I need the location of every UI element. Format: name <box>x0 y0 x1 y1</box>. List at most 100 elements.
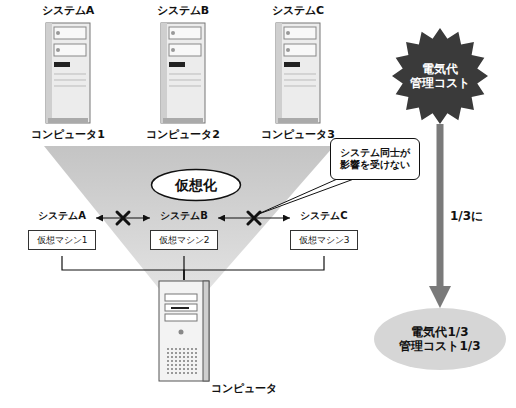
server-slot <box>169 62 185 67</box>
drive-slot <box>171 307 189 309</box>
server-side <box>46 23 52 123</box>
grille-dot <box>179 356 181 358</box>
connector-arrow <box>96 217 150 218</box>
server-slot <box>54 62 70 67</box>
virtual-machine-box: システムB 仮想マシン2 <box>150 210 218 256</box>
grille-dot <box>175 352 177 354</box>
power-button <box>179 330 184 335</box>
grille-dot <box>187 364 189 366</box>
grille-dot <box>187 348 189 350</box>
node-label: コンピュータ3 <box>256 128 340 141</box>
grille-dot <box>167 356 169 358</box>
server-vent <box>54 86 86 87</box>
server-led <box>286 31 290 35</box>
server-vent <box>284 80 316 81</box>
grille-dot <box>175 360 177 362</box>
grille-dot <box>187 368 189 370</box>
node-label: 仮想マシン3 <box>290 230 358 250</box>
callout-pointer <box>256 176 362 215</box>
grille-dot <box>191 372 193 374</box>
cross-stroke <box>248 212 260 224</box>
ellipse-outline <box>374 308 506 370</box>
grille-dot <box>195 364 197 366</box>
grille-dot <box>175 348 177 350</box>
grille-dot <box>187 352 189 354</box>
node-label: システムC <box>290 210 358 222</box>
server-vent <box>169 86 201 87</box>
node-label: コンピュータ1 <box>26 128 110 141</box>
burst-outline <box>392 28 488 124</box>
virtual-machine-box: システムA仮想マシン1 <box>28 210 96 256</box>
grille-dot <box>195 372 197 374</box>
server-body <box>276 23 320 123</box>
grille-dot <box>167 348 169 350</box>
server-illustration <box>256 22 340 126</box>
node-label: システムB <box>141 4 225 17</box>
grille-dot <box>171 372 173 374</box>
server-body <box>46 23 90 123</box>
server-node: システムB コンピュータ2 <box>141 4 225 146</box>
tower-body <box>159 281 209 381</box>
drive-bay <box>165 294 197 301</box>
grille-dot <box>187 356 189 358</box>
server-vent <box>169 80 201 81</box>
server-vent <box>169 74 201 75</box>
node-label: システムC <box>256 4 340 17</box>
grille-dot <box>179 372 181 374</box>
node-label: システムA <box>26 4 110 17</box>
connector-arrow <box>437 124 444 294</box>
cross-stroke <box>117 212 129 224</box>
server-led <box>286 48 290 52</box>
server-body <box>161 23 205 123</box>
cross-stroke <box>117 212 129 224</box>
connector-line <box>62 256 184 280</box>
node-label: システム同士が 影響を受けない <box>335 147 415 171</box>
grille-dot <box>195 368 197 370</box>
server-led <box>171 31 175 35</box>
cross-stroke <box>248 212 260 224</box>
server-vent <box>284 74 316 75</box>
grille-dot <box>195 356 197 358</box>
grille-dot <box>195 360 197 362</box>
node-label: システムB <box>150 210 218 222</box>
grille-dot <box>187 372 189 374</box>
grille-dot <box>167 360 169 362</box>
grille-dot <box>171 364 173 366</box>
server-panel <box>284 27 316 39</box>
server-base <box>278 118 318 123</box>
host-computer: コンピュータ <box>153 280 273 404</box>
grille-dot <box>183 364 185 366</box>
server-slot <box>284 62 300 67</box>
drive-bay <box>165 304 197 311</box>
node-label: コンピュータ2 <box>141 128 225 141</box>
block-mark <box>117 212 129 224</box>
server-illustration <box>26 22 110 126</box>
grille-dot <box>171 368 173 370</box>
result-ellipse: 電気代1/3 管理コスト1/3 <box>374 308 506 370</box>
grille-dot <box>171 348 173 350</box>
grille-dot <box>183 368 185 370</box>
grille-dot <box>191 360 193 362</box>
connector-line <box>184 256 324 280</box>
connector-group <box>62 124 440 294</box>
server-led <box>56 48 60 52</box>
server-panel <box>284 44 316 56</box>
grille-dot <box>175 364 177 366</box>
connector-line <box>183 256 184 280</box>
process-ellipse: 仮想化 <box>150 168 242 202</box>
grille-dot <box>183 348 185 350</box>
grille-dot <box>191 348 193 350</box>
grille-dot <box>179 368 181 370</box>
server-vent <box>54 80 86 81</box>
node-label: 電気代1/3 管理コスト1/3 <box>392 325 488 354</box>
grille-dot <box>179 360 181 362</box>
server-base <box>163 118 203 123</box>
node-label: 仮想マシン2 <box>150 230 218 250</box>
grille-dot <box>175 372 177 374</box>
grille-dot <box>195 352 197 354</box>
grille-dot <box>167 372 169 374</box>
grille-dot <box>171 352 173 354</box>
tower-side <box>203 281 209 381</box>
grille-dot <box>179 364 181 366</box>
